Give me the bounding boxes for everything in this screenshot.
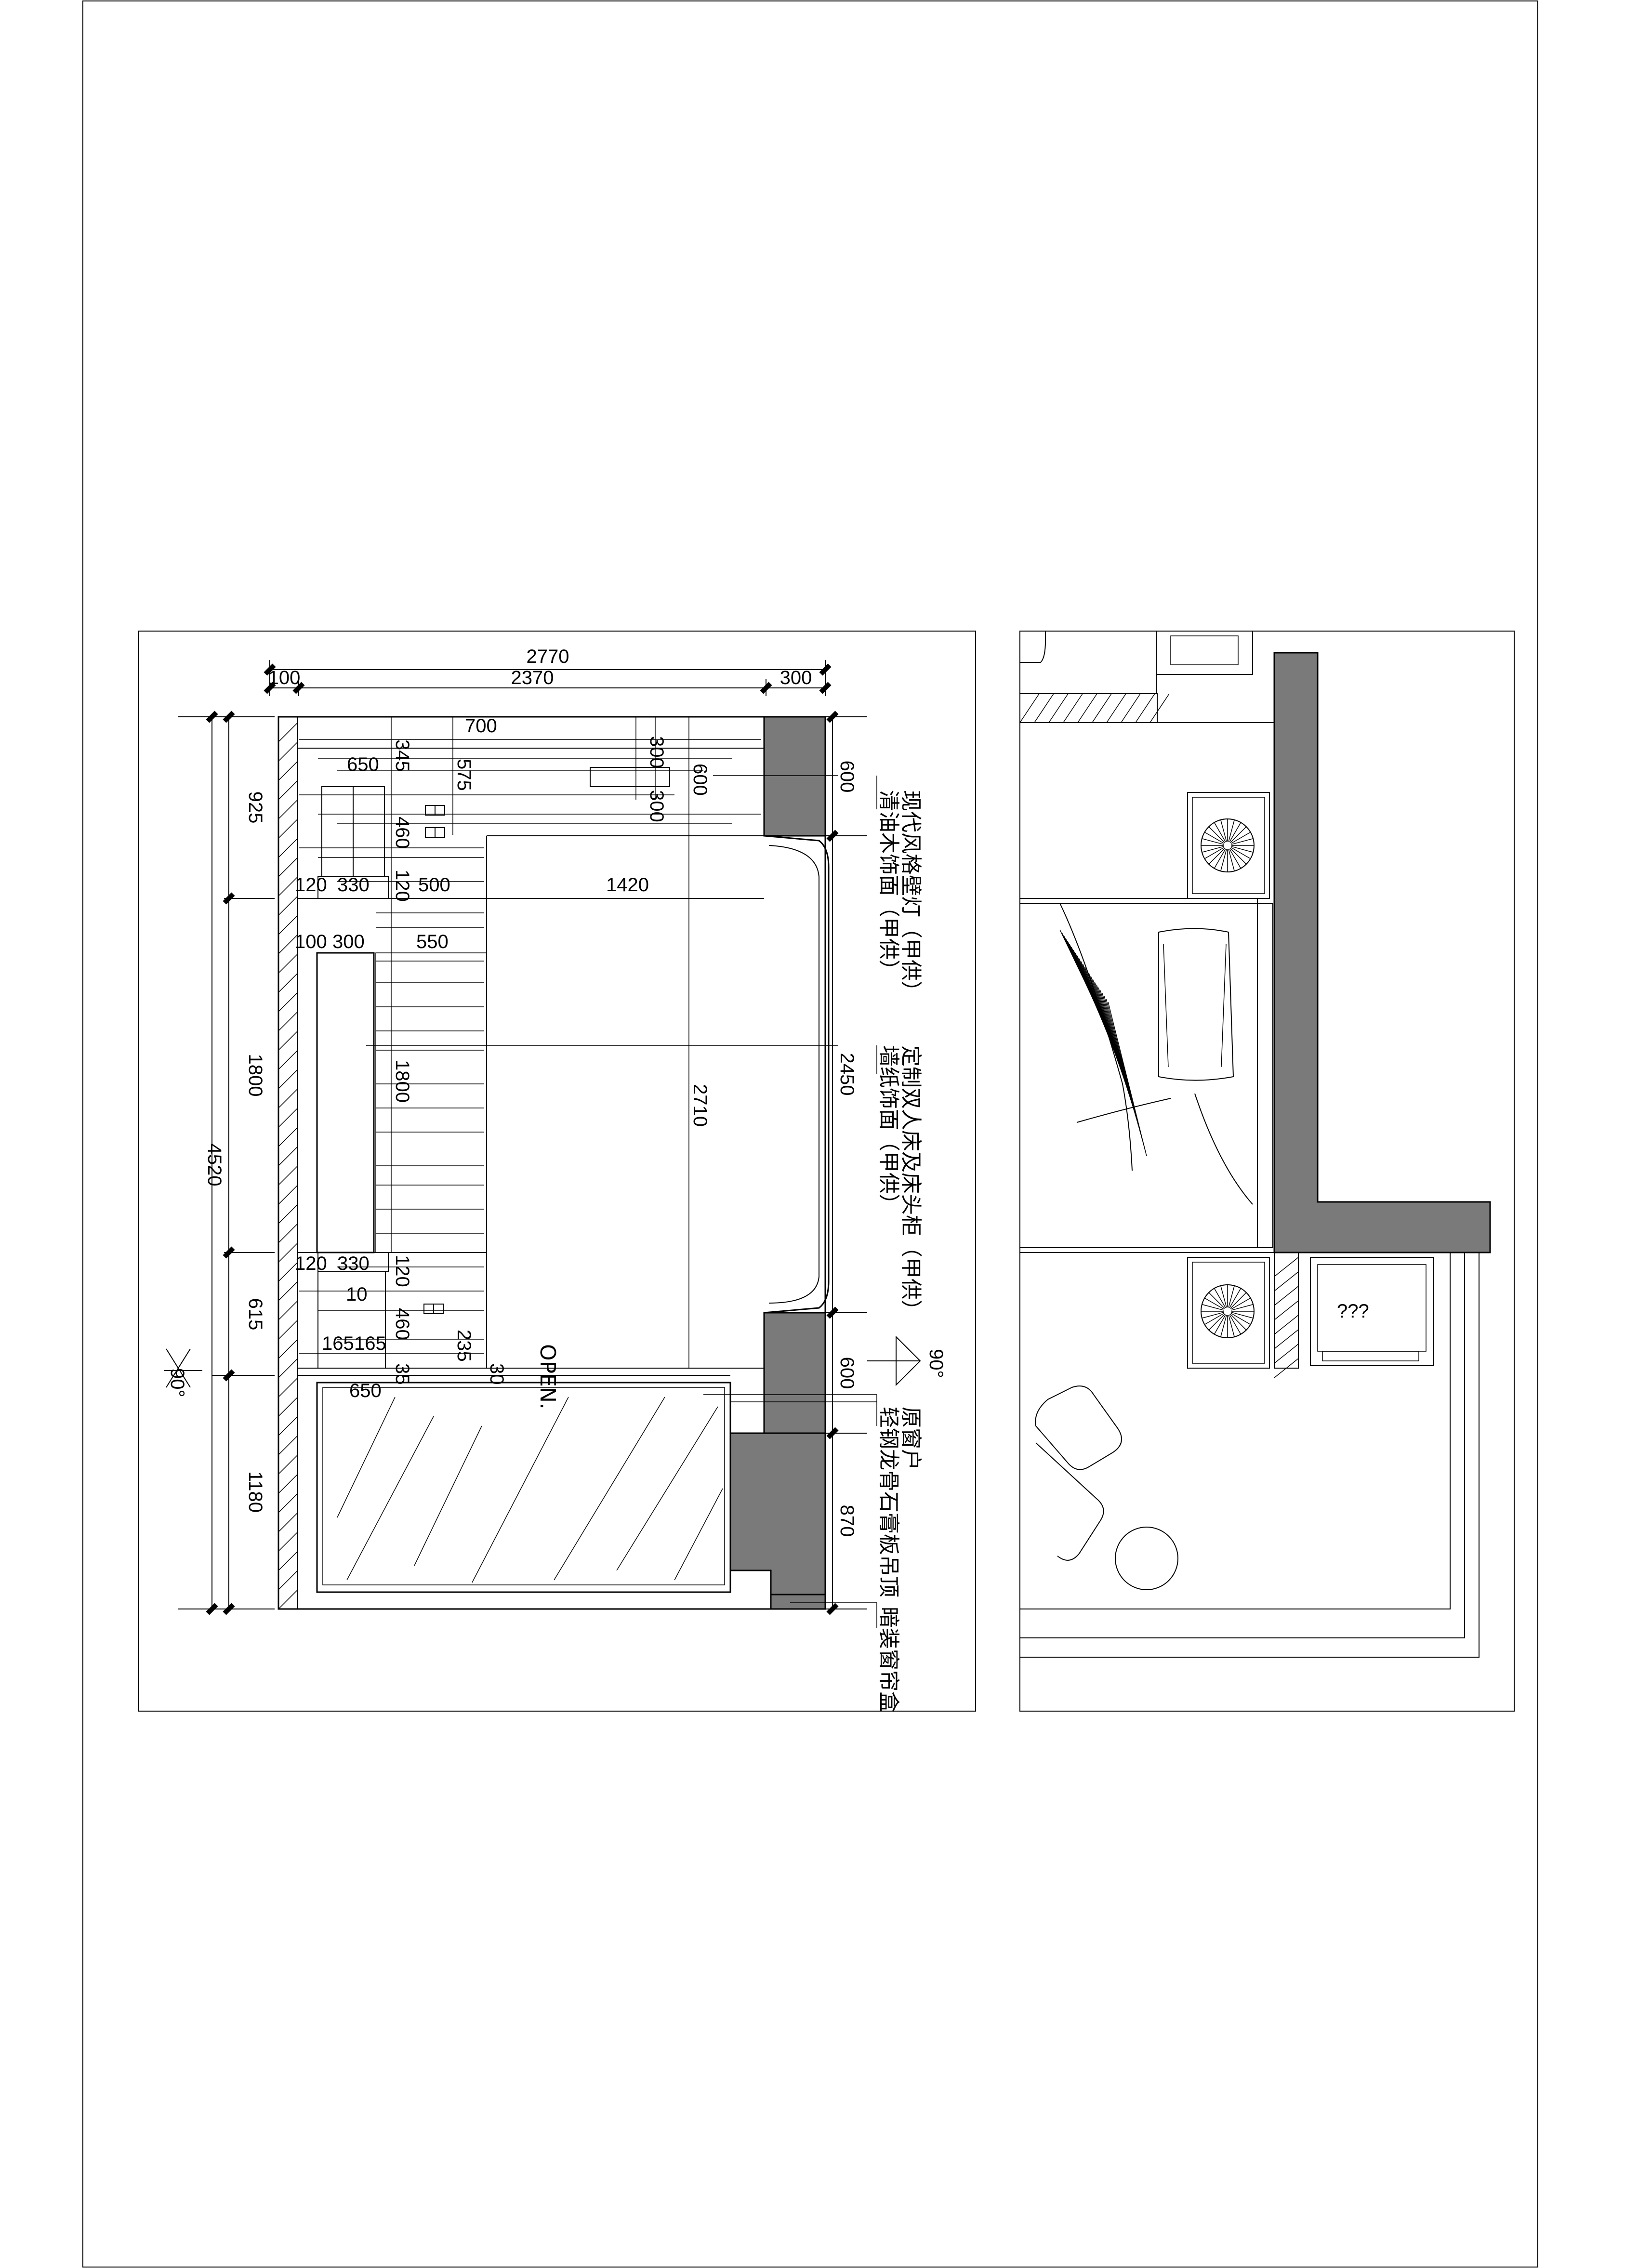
beam-mid — [763, 1312, 826, 1434]
dim-300c: 300 — [332, 931, 365, 952]
top-dimensions: 2770 100 2370 300 — [264, 646, 832, 696]
dim-1420: 1420 — [606, 874, 649, 896]
dim-650-top: 650 — [347, 754, 379, 775]
dim-575: 575 — [453, 759, 475, 791]
dim-300b: 300 — [646, 790, 667, 822]
dim-120a: 120 — [295, 874, 327, 896]
pillow-icon — [1158, 928, 1234, 1081]
dim-345: 345 — [392, 739, 413, 772]
dim-600: 600 — [689, 764, 711, 796]
plan-structural-wall — [1273, 652, 1491, 1253]
dim-right-seg2: 2450 — [836, 1053, 858, 1096]
angle-label-right: 90° — [925, 1349, 947, 1378]
dim-330b: 330 — [337, 1253, 370, 1274]
plan-appliance — [1310, 1257, 1434, 1366]
dim-700: 700 — [465, 715, 497, 737]
window-wall-block — [729, 1432, 826, 1596]
blanket-fold — [1059, 903, 1253, 1205]
dim-left-seg1: 925 — [245, 791, 266, 824]
dim-120b: 120 — [392, 870, 413, 902]
glass-reflection-lines — [337, 1397, 723, 1583]
dim-30: 30 — [486, 1363, 507, 1385]
left-dimensions: 4520 925 1800 615 1180 — [178, 711, 275, 1615]
dim-165b: 165 — [354, 1333, 386, 1354]
side-stool — [1115, 1527, 1178, 1590]
note-wood-veneer: 清油木饰面（甲供） — [876, 790, 901, 981]
dim-235: 235 — [453, 1330, 475, 1362]
dim-460b: 460 — [392, 1308, 413, 1340]
note-custom-bed: 定制双人床及床头柜（甲供） — [898, 1045, 923, 1321]
appliance-label: ??? — [1337, 1301, 1369, 1322]
beam-top — [763, 716, 826, 837]
angle-marker-left: 90° — [164, 1348, 202, 1398]
dim-300a: 300 — [646, 736, 667, 768]
dim-550: 550 — [416, 931, 449, 952]
dim-460a: 460 — [392, 817, 413, 849]
angle-marker-right: 90° — [867, 1335, 947, 1386]
wall-lamp — [590, 767, 670, 787]
socket-icon — [425, 805, 445, 838]
floor-plan: ??? — [1019, 631, 1515, 1712]
note-curtain-box: 暗装窗帘盒 — [876, 1607, 901, 1713]
note-wallpaper: 墙纸饰面（甲供） — [876, 1045, 901, 1215]
window-glass — [316, 1382, 731, 1593]
table-lamp-icon — [1201, 818, 1255, 872]
dim-left-wall: 100 — [268, 667, 301, 688]
note-original-window: 原窗户 — [898, 1407, 923, 1470]
plan-frame — [1019, 631, 1515, 1712]
dim-left-seg4: 1180 — [245, 1471, 266, 1513]
dim-left-seg3: 615 — [245, 1298, 266, 1331]
dim-middle-width: 2370 — [511, 667, 554, 688]
armchair — [1035, 1385, 1122, 1561]
dim-120d: 120 — [392, 1255, 413, 1287]
wood-panel-lines — [299, 739, 761, 1354]
open-label: OPEN. — [535, 1344, 560, 1410]
dim-right-seg3: 600 — [836, 1357, 858, 1389]
plan-hatched-wall — [1019, 693, 1158, 723]
dim-330a: 330 — [337, 874, 370, 896]
bed-side-panel — [316, 952, 375, 1253]
dim-right-seg1: 600 — [836, 761, 858, 793]
plan-nightstand-top — [1187, 792, 1270, 899]
angle-label-left: 90° — [167, 1368, 188, 1398]
headboard-outline — [764, 835, 830, 1314]
dim-2710: 2710 — [689, 1084, 711, 1127]
right-dimensions: 600 2450 600 870 — [825, 711, 867, 1615]
dim-35: 35 — [392, 1363, 413, 1385]
note-wall-lamp: 现代风格壁灯（甲供） — [898, 790, 923, 1002]
dim-right-seg4: 870 — [836, 1505, 858, 1537]
dim-overall-width: 2770 — [527, 646, 569, 667]
sheet-border — [82, 0, 1538, 2268]
elevation-frame — [138, 631, 976, 1712]
plan-nightstand-bottom — [1187, 1257, 1270, 1369]
dim-total-height: 4520 — [204, 1144, 225, 1187]
socket-icon — [423, 1304, 444, 1314]
wall-hatch — [278, 722, 298, 1609]
table-lamp-icon — [1201, 1284, 1255, 1338]
room-elevation: 700 300 300 600 650 345 575 460 120 330 … — [277, 715, 877, 1610]
dim-120c: 120 — [295, 1253, 327, 1274]
annotation-notes: 清油木饰面（甲供） 现代风格壁灯（甲供） 墙纸饰面（甲供） 定制双人床及床头柜（… — [876, 776, 923, 1713]
dim-165a: 165 — [322, 1333, 354, 1354]
dim-left-seg2: 1800 — [245, 1054, 266, 1097]
plan-bed — [1019, 898, 1258, 1248]
elevation-drawing: 2770 100 2370 300 4520 925 1800 615 11 — [138, 631, 976, 1713]
curtain-box-block — [770, 1594, 826, 1610]
dim-right-wall: 300 — [780, 667, 812, 688]
dim-650-bottom: 650 — [349, 1380, 382, 1401]
note-ceiling: 轻钢龙骨石膏板吊顶 — [876, 1407, 901, 1597]
dim-100: 100 — [295, 931, 327, 952]
dim-1800-inner: 1800 — [392, 1060, 413, 1103]
dim-500: 500 — [418, 874, 450, 896]
dim-10: 10 — [346, 1284, 368, 1305]
